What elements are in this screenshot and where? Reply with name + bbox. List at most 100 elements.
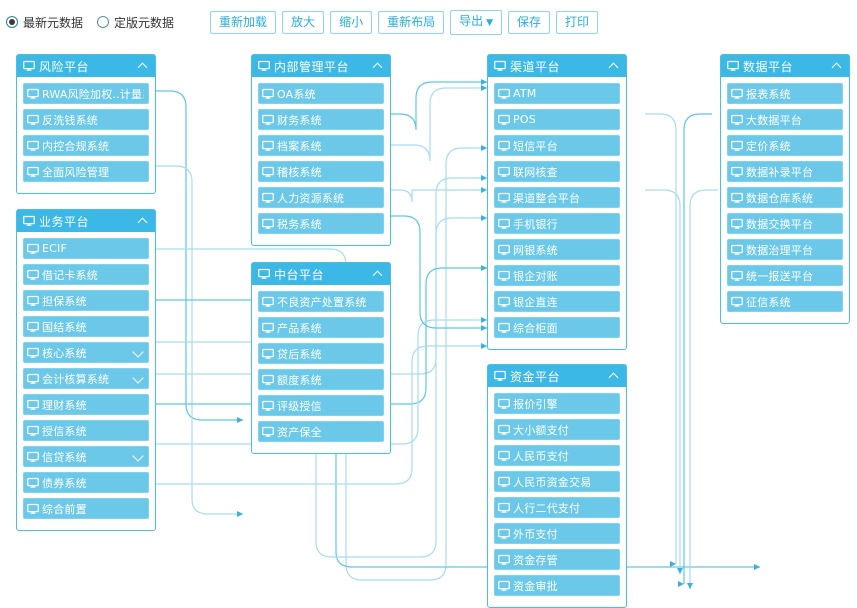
- panel-internal-management[interactable]: 内部管理平台 OA系统财务系统档案系统稽核系统人力资源系统税务系统: [251, 54, 391, 246]
- node-item[interactable]: 担保系统: [23, 290, 149, 311]
- node-item[interactable]: 银企对账: [494, 265, 620, 286]
- chevron-down-icon[interactable]: [133, 451, 144, 462]
- node-item[interactable]: 人民币资金交易: [494, 471, 620, 492]
- node-item[interactable]: 财务系统: [258, 109, 384, 130]
- connector-edge: [150, 90, 243, 423]
- node-item[interactable]: 授信系统: [23, 420, 149, 441]
- node-item[interactable]: 不良资产处置系统: [258, 291, 384, 312]
- node-item[interactable]: 人民币支付: [494, 445, 620, 466]
- monitor-icon: [498, 580, 510, 592]
- chevron-up-icon[interactable]: [138, 216, 148, 226]
- node-item[interactable]: 国结系统: [23, 316, 149, 337]
- node-item[interactable]: 数据治理平台: [727, 239, 843, 260]
- node-item[interactable]: 会计核算系统: [23, 368, 149, 389]
- panel-middle-platform[interactable]: 中台平台不良资产处置系统产品系统贷后系统额度系统评级授信资产保全: [251, 262, 391, 454]
- panel-business[interactable]: 业务平台 ECIF 借记卡系统担保系统国结系统核心系统会计核算系统理财系统授信系统信…: [16, 209, 156, 531]
- panel-risk[interactable]: 风险平台 RWA风险加权..计量系统反洗钱系统内控合规系统全面风险管理: [16, 54, 156, 194]
- zoom-out-button[interactable]: 缩小: [330, 10, 373, 34]
- node-item[interactable]: 额度系统: [258, 369, 384, 390]
- node-item[interactable]: 资产保全: [258, 421, 384, 442]
- node-item[interactable]: 核心系统: [23, 342, 149, 363]
- chevron-up-icon[interactable]: [609, 371, 619, 381]
- connector-edge: [681, 113, 712, 584]
- panel-funds[interactable]: 资金平台报价引擎大小额支付人民币支付人民币资金交易人行二代支付外币支付资金存管资…: [487, 364, 627, 608]
- monitor-icon: [731, 218, 743, 230]
- node-item[interactable]: 报表系统: [727, 83, 843, 104]
- zoom-in-button[interactable]: 放大: [282, 10, 325, 34]
- print-button[interactable]: 打印: [556, 10, 599, 34]
- node-item[interactable]: 档案系统: [258, 135, 384, 156]
- node-item[interactable]: 反洗钱系统: [23, 109, 149, 130]
- chevron-up-icon[interactable]: [138, 61, 148, 71]
- node-item[interactable]: 联网核查: [494, 161, 620, 182]
- node-item[interactable]: 数据补录平台: [727, 161, 843, 182]
- node-item[interactable]: 大数据平台: [727, 109, 843, 130]
- node-item[interactable]: ATM: [494, 83, 620, 104]
- node-item[interactable]: 数据仓库系统: [727, 187, 843, 208]
- chevron-up-icon[interactable]: [609, 61, 619, 71]
- node-item[interactable]: OA系统: [258, 83, 384, 104]
- panel-header[interactable]: 业务平台: [17, 210, 155, 232]
- node-item[interactable]: 债券系统: [23, 472, 149, 493]
- node-item[interactable]: 渠道整合平台: [494, 187, 620, 208]
- node-item[interactable]: 全面风险管理: [23, 161, 149, 182]
- monitor-icon: [262, 114, 274, 126]
- radio-latest-metadata[interactable]: 最新元数据: [6, 14, 83, 31]
- node-item[interactable]: 税务系统: [258, 213, 384, 234]
- node-item[interactable]: 内控合规系统: [23, 135, 149, 156]
- node-item[interactable]: 手机银行: [494, 213, 620, 234]
- node-item[interactable]: 定价系统: [727, 135, 843, 156]
- node-item[interactable]: 理财系统: [23, 394, 149, 415]
- radio-versioned-metadata[interactable]: 定版元数据: [97, 14, 174, 31]
- node-item[interactable]: 贷后系统: [258, 343, 384, 364]
- node-item[interactable]: 资金审批: [494, 575, 620, 596]
- node-item[interactable]: 综合柜面: [494, 317, 620, 338]
- node-item[interactable]: 资金存管: [494, 549, 620, 570]
- relayout-button[interactable]: 重新布局: [378, 10, 445, 34]
- node-item[interactable]: 短信平台: [494, 135, 620, 156]
- node-item[interactable]: 外币支付: [494, 523, 620, 544]
- panel-header[interactable]: 资金平台: [488, 365, 626, 387]
- node-item[interactable]: 统一报送平台: [727, 265, 843, 286]
- node-item[interactable]: 稽核系统: [258, 161, 384, 182]
- panel-header[interactable]: 风险平台: [17, 55, 155, 77]
- node-label: 档案系统: [277, 139, 322, 153]
- node-item[interactable]: 数据交换平台: [727, 213, 843, 234]
- node-item[interactable]: 综合前置: [23, 498, 149, 519]
- monitor-icon: [498, 218, 510, 230]
- node-label: 人行二代支付: [513, 501, 581, 515]
- node-item[interactable]: 人力资源系统: [258, 187, 384, 208]
- node-item[interactable]: 评级授信: [258, 395, 384, 416]
- node-item[interactable]: 产品系统: [258, 317, 384, 338]
- panel-channel[interactable]: 渠道平台 ATM POS 短信平台联网核查渠道整合平台手机银行网银系统银企对账银企直连…: [487, 54, 627, 350]
- panel-header[interactable]: 渠道平台: [488, 55, 626, 77]
- node-item[interactable]: 借记卡系统: [23, 264, 149, 285]
- node-label: 理财系统: [42, 398, 87, 412]
- node-item[interactable]: 人行二代支付: [494, 497, 620, 518]
- save-button[interactable]: 保存: [508, 10, 551, 34]
- chevron-down-icon[interactable]: [133, 373, 144, 384]
- node-item[interactable]: 银企直连: [494, 291, 620, 312]
- chevron-up-icon[interactable]: [373, 269, 383, 279]
- node-item[interactable]: 网银系统: [494, 239, 620, 260]
- panel-header[interactable]: 内部管理平台: [252, 55, 390, 77]
- panel-data[interactable]: 数据平台报表系统大数据平台定价系统数据补录平台数据仓库系统数据交换平台数据治理平…: [720, 54, 850, 324]
- export-button[interactable]: 导出▼: [450, 9, 503, 35]
- chevron-down-icon[interactable]: [133, 347, 144, 358]
- node-item[interactable]: 信贷系统: [23, 446, 149, 467]
- node-item[interactable]: 大小额支付: [494, 419, 620, 440]
- node-item[interactable]: 征信系统: [727, 291, 843, 312]
- node-item[interactable]: RWA风险加权..计量系统: [23, 83, 149, 104]
- chevron-up-icon[interactable]: [373, 61, 383, 71]
- monitor-icon: [498, 192, 510, 204]
- panel-header[interactable]: 中台平台: [252, 263, 390, 285]
- radio-indicator[interactable]: [97, 16, 110, 28]
- node-item[interactable]: POS: [494, 109, 620, 130]
- diagram-canvas[interactable]: 风险平台 RWA风险加权..计量系统反洗钱系统内控合规系统全面风险管理业务平台 EC…: [0, 44, 857, 608]
- radio-indicator[interactable]: [6, 16, 18, 28]
- node-item[interactable]: 报价引擎: [494, 393, 620, 414]
- reload-button[interactable]: 重新加载: [210, 10, 277, 34]
- panel-header[interactable]: 数据平台: [721, 55, 849, 77]
- node-item[interactable]: ECIF: [23, 238, 149, 259]
- chevron-up-icon[interactable]: [832, 61, 842, 71]
